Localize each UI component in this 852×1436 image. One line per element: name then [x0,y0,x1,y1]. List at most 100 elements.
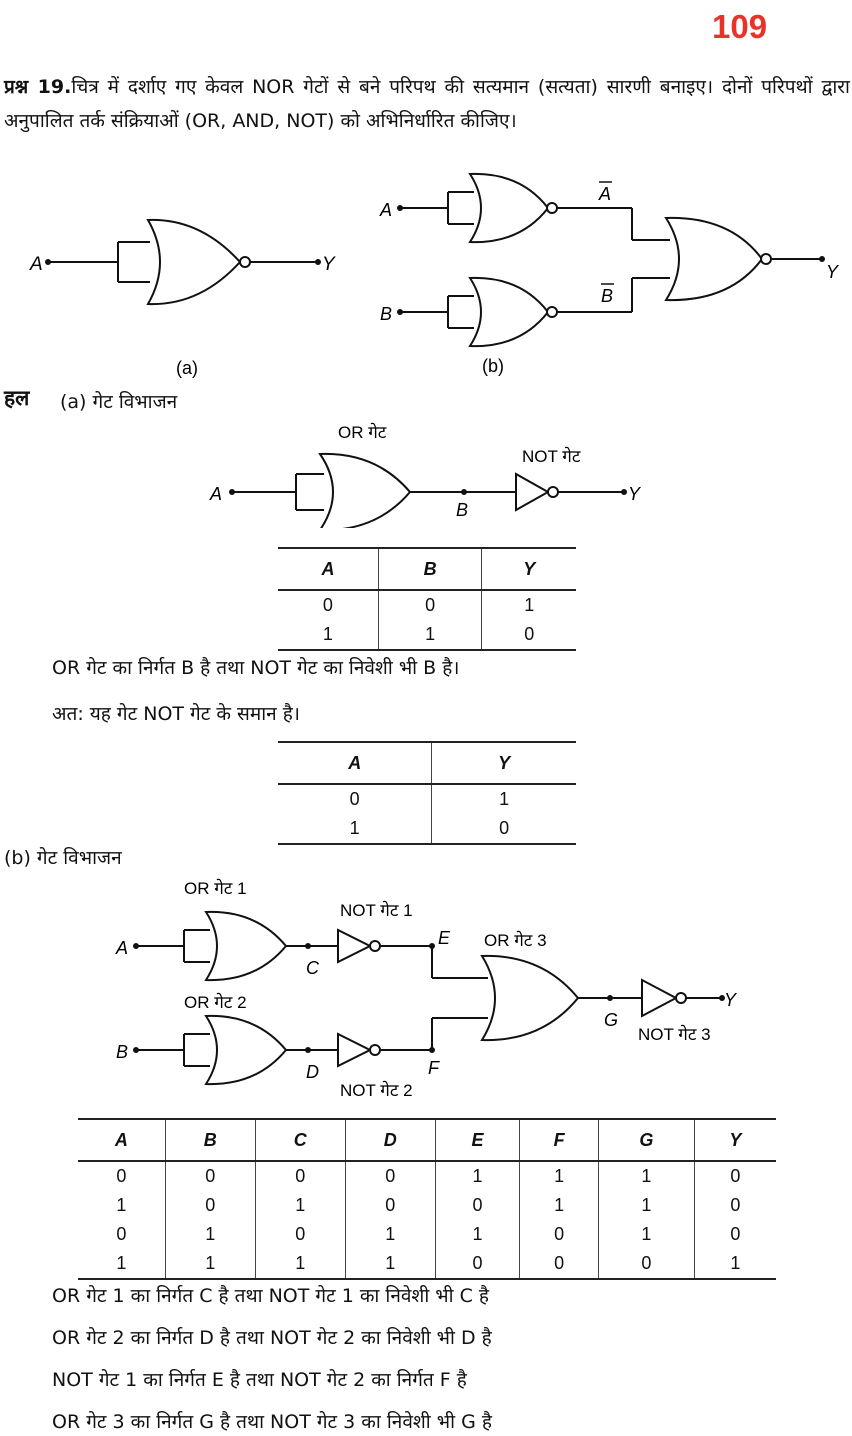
table2-header-cell: A [278,741,432,785]
diag-a-not-label: NOT गेट [522,446,581,466]
table-cell: 0 [344,1161,436,1191]
solution-label: हल [4,386,30,410]
table-cell: 1 [164,1220,256,1249]
fig-a-caption: (a) [176,358,198,378]
diag-a-out: Y [628,484,642,504]
table-cell: 1 [693,1249,776,1280]
table1-header-cell: B [377,547,482,591]
table-cell: 0 [693,1220,776,1249]
table-cell: 1 [598,1161,695,1191]
table-cell: 0 [434,1191,520,1220]
table-row: 0 0 0 0 1 1 1 0 [78,1161,776,1191]
diag-b-d: D [306,1062,319,1082]
table-cell: 1 [519,1191,599,1220]
explanation-line-3: NOT गेट 1 का निर्गत E है तथा NOT गेट 2 क… [52,1369,467,1391]
diag-b-b: B [116,1042,128,1062]
table-cell: 1 [431,784,576,814]
table-cell: 0 [519,1249,599,1280]
fig-b-abar: A [598,184,611,204]
table-cell: 0 [693,1161,776,1191]
table-cell: 1 [278,814,432,845]
note-1: OR गेट का निर्गत B है तथा NOT गेट का निव… [52,657,460,679]
table-cell: 0 [344,1191,436,1220]
page-number: 109 [712,8,768,45]
table-cell: 1 [344,1249,436,1280]
explanation-line-1: OR गेट 1 का निर्गत C है तथा NOT गेट 1 का… [52,1285,490,1307]
diag-b-or1-label: OR गेट 1 [184,878,247,898]
explanation-line-2: OR गेट 2 का निर्गत D है तथा NOT गेट 2 का… [52,1327,492,1349]
table-row: 0 1 [278,784,576,814]
truth-table-3: A B C D E F G Y 0 0 0 0 1 1 1 0 1 0 1 0 … [78,1118,776,1280]
diag-b-f: F [428,1058,440,1078]
fig-b-input-a: A [379,200,392,220]
diag-b-a: A [115,938,128,958]
table-cell: 0 [254,1220,346,1249]
diag-b-or2-label: OR गेट 2 [184,992,247,1012]
diag-a-or-label: OR गेट [338,422,387,442]
table-row: 1 0 [278,814,576,845]
table-cell: 1 [164,1249,256,1280]
table-cell: 1 [254,1191,346,1220]
table-cell: 1 [377,620,482,651]
question: प्रश्न 19.चित्र में दर्शाए गए केवल NOR ग… [4,70,850,138]
table-cell: 0 [164,1191,256,1220]
diag-b-e: E [438,928,451,948]
table3-header-cell: G [598,1118,695,1162]
table-cell: 0 [519,1220,599,1249]
table3-header-cell: Y [693,1118,776,1162]
table3-header-cell: D [344,1118,436,1162]
table-cell: 1 [434,1161,520,1191]
note-2: अत: यह गेट NOT गेट के समान है। [52,703,301,725]
diag-a-in: A [209,484,222,504]
fig-a-input-a: A [29,254,43,275]
table-row: 0 1 0 1 1 0 1 0 [78,1220,776,1249]
diag-b-c: C [306,958,320,978]
truth-table-2: A Y 0 1 1 0 [278,741,576,845]
table-cell: 1 [78,1249,166,1280]
diag-a-mid: B [456,500,468,520]
table2-header: A Y [278,741,576,785]
fig-b-output-y: Y [826,262,840,282]
diag-b-not2-label: NOT गेट 2 [340,1080,413,1100]
table-cell: 0 [164,1161,256,1191]
table-cell: 1 [519,1161,599,1191]
part-a-heading: (a) गेट विभाजन [60,391,178,413]
explanation-line-4: OR गेट 3 का निर्गत G है तथा NOT गेट 3 का… [52,1411,492,1433]
table-cell: 1 [254,1249,346,1280]
fig-b-bbar: B [601,286,613,306]
diag-b-not3-label: NOT गेट 3 [638,1024,711,1044]
diag-b-not1-label: NOT गेट 1 [340,900,413,920]
table-cell: 0 [116,1224,127,1244]
table3-header-cell: E [434,1118,520,1162]
table3-header-cell: C [254,1118,346,1162]
table-cell: 0 [254,1161,346,1191]
table1-header-cell: Y [481,547,576,591]
fig-b-caption: (b) [482,356,504,376]
table-row: 1 1 0 [278,620,576,651]
diagram-a-gate-breakdown: A B Y OR गेट NOT गेट [209,422,642,528]
table-cell: 0 [693,1191,776,1220]
table-cell: 0 [434,1249,520,1280]
table-cell: 0 [481,620,576,651]
question-label: प्रश्न 19. [4,76,72,98]
diag-b-g: G [604,1010,618,1030]
table-cell: 1 [116,1195,127,1215]
table-cell: 1 [278,620,379,651]
table-cell: 0 [322,595,333,615]
table-cell: 0 [349,789,360,809]
table3-header: A B C D E F G Y [78,1118,776,1162]
table2-header-cell: Y [431,741,576,785]
table-cell: 0 [431,814,576,845]
table-cell: 1 [344,1220,436,1249]
table1-header: A B Y [278,547,576,591]
table3-header-cell: A [78,1118,166,1162]
table-row: 0 0 1 [278,590,576,620]
table-cell: 1 [481,590,576,620]
figure-b-nor-circuit: A B A B Y (b) [379,172,840,376]
diag-b-or3-label: OR गेट 3 [484,930,547,950]
table-row: 1 0 1 0 0 1 1 0 [78,1191,776,1220]
table-row: 1 1 1 1 0 0 0 1 [78,1249,776,1280]
truth-table-1: A B Y 0 0 1 1 1 0 [278,547,576,651]
table-cell: 1 [598,1220,695,1249]
table-cell: 0 [116,1166,127,1186]
